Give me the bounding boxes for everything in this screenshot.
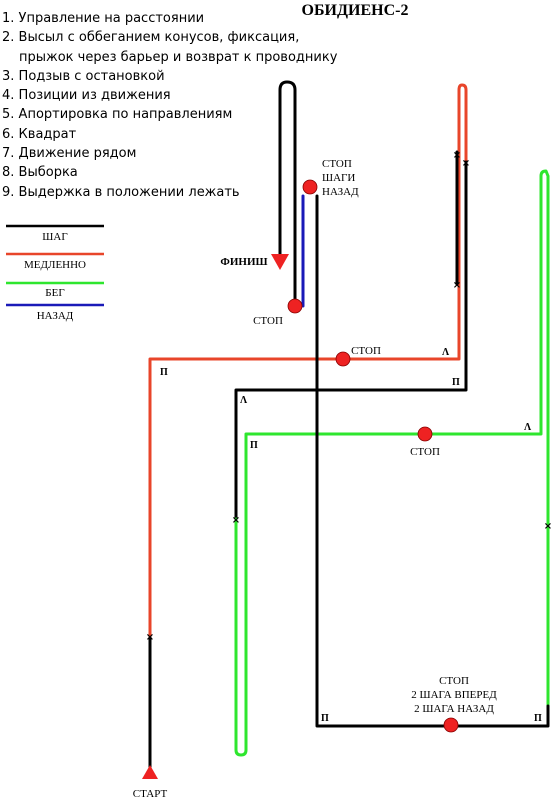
exercise-item: 3. Подзыв с остановкой [2, 68, 165, 84]
start-label: СТАРТ [133, 788, 168, 800]
route-walk-final [315, 194, 550, 728]
stop-two-steps-line-2: 2 ШАГА ВПЕРЕД [411, 689, 497, 701]
route-walk-finish [278, 80, 297, 308]
stop-steps-back-line-2: ШАГИ [322, 172, 355, 184]
legend-label-back: НАЗАД [37, 310, 74, 322]
pace-change-mark: × [544, 521, 551, 532]
pace-change-mark: × [232, 515, 240, 526]
turn-right-marker: П [321, 713, 329, 724]
legend-label-walk: ШАГ [42, 231, 67, 243]
route-slow-hairpin [457, 83, 468, 164]
stop-markers [287, 179, 459, 733]
turn-right-marker: П [160, 367, 168, 378]
diagram-title: ОБИДИЕНС-2 [302, 2, 409, 19]
legend-label-run: БЕГ [45, 287, 64, 299]
exercise-item-continuation: прыжок через барьер и возврат к проводни… [19, 49, 338, 65]
stop-label-run: СТОП [410, 446, 440, 458]
stop-steps-back-line-3: НАЗАД [322, 186, 359, 198]
turn-markers: П П П П П Λ Λ Λ [160, 347, 542, 724]
pace-change-mark: × [453, 150, 461, 161]
pace-change-mark: × [146, 632, 154, 643]
exercise-list: 1. Управление на расстоянии 2. Высыл с о… [2, 9, 337, 202]
stop-marker-two-steps [443, 717, 459, 733]
stop-steps-back-line-1: СТОП [322, 158, 352, 170]
stop-marker-finish [287, 298, 303, 314]
exercise-item: 6. Квадрат [2, 126, 77, 142]
exercise-item: 8. Выборка [2, 165, 78, 181]
exercise-item: 5. Апортировка по направлениям [2, 107, 233, 123]
start-marker [142, 765, 158, 779]
finish-label: ФИНИШ [220, 256, 267, 268]
stop-two-steps-line-3: 2 ШАГА НАЗАД [414, 703, 494, 715]
stop-marker-slow [335, 351, 351, 367]
exercise-item: 7. Движение рядом [2, 146, 137, 162]
pace-change-mark: × [462, 158, 470, 169]
legend-label-slow: МЕДЛЕННО [24, 259, 86, 271]
exercise-item: 9. Выдержка в положении лежать [2, 184, 240, 200]
change-marks: × × × × × × [146, 150, 551, 643]
finish-marker [271, 254, 289, 270]
stop-marker-steps-back [302, 179, 318, 195]
exercise-item: 1. Управление на расстоянии [2, 11, 205, 26]
exercise-item: 2. Высыл с оббеганием конусов, фиксация, [2, 30, 300, 46]
route-slow-1 [148, 160, 461, 638]
legend: ШАГ МЕДЛЕННО БЕГ НАЗАД [6, 224, 104, 322]
route-walk-1 [234, 160, 468, 521]
stop-marker-run [417, 426, 433, 442]
stop-two-steps-line-1: СТОП [439, 675, 469, 687]
turn-right-marker: П [534, 713, 542, 724]
turn-right-marker: П [452, 377, 460, 388]
stop-label-finish: СТОП [253, 315, 283, 327]
about-turn-marker: Λ [240, 395, 248, 406]
about-turn-marker: Λ [524, 422, 532, 433]
route [148, 80, 550, 770]
stop-label-slow: СТОП [351, 345, 381, 357]
about-turn-marker: Λ [442, 347, 450, 358]
exercise-item: 4. Позиции из движения [2, 88, 171, 104]
route-run [234, 169, 550, 757]
turn-right-marker: П [250, 440, 258, 451]
pace-change-mark: × [453, 280, 461, 291]
